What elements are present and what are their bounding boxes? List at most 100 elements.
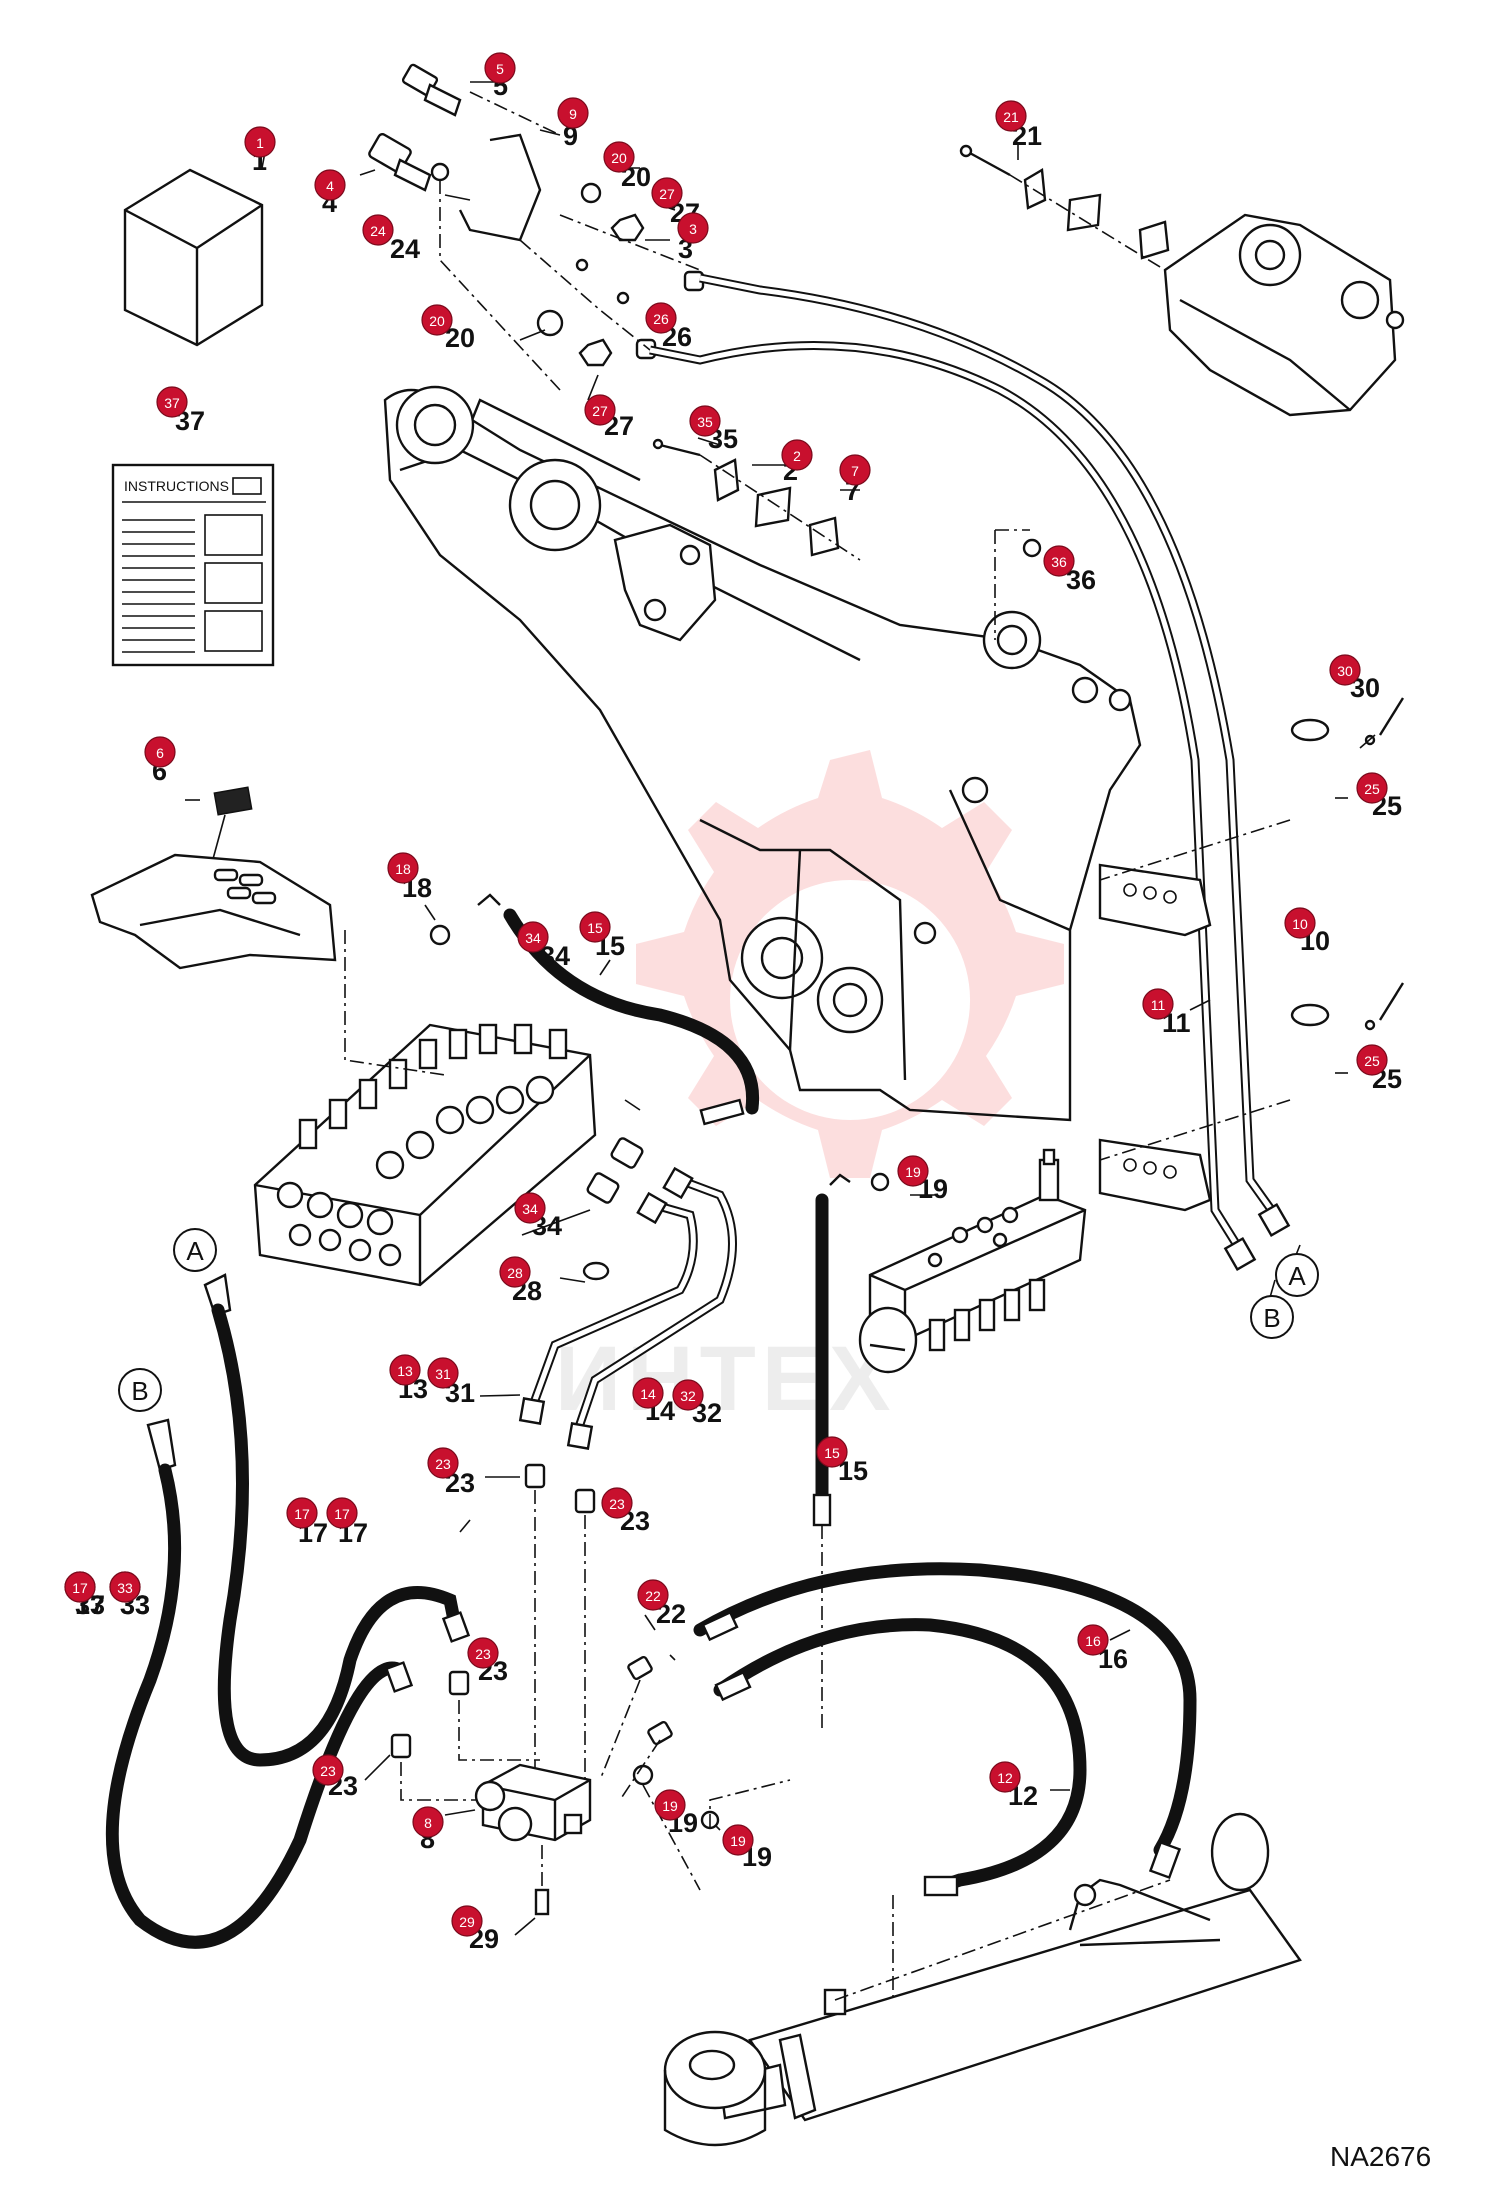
- part-1-kit-box: [123, 168, 264, 347]
- part-12-16-hoses: [693, 1562, 1197, 1897]
- callout-bubble-1-a0[interactable]: 1: [244, 126, 276, 158]
- svg-text:33: 33: [117, 1580, 133, 1596]
- callout-bubble-28-a27[interactable]: 28: [499, 1256, 531, 1288]
- callout-bubble-27-b1[interactable]: 27: [584, 394, 616, 426]
- svg-text:23: 23: [435, 1456, 451, 1472]
- svg-text:5: 5: [496, 61, 504, 77]
- reference-a-2: A: [1275, 1253, 1319, 1297]
- callout-bubble-27-a26[interactable]: 27: [651, 177, 683, 209]
- svg-text:37: 37: [164, 395, 180, 411]
- callout-bubble-17-a16[interactable]: 17: [286, 1497, 318, 1529]
- callout-bubble-35-a34[interactable]: 35: [689, 405, 721, 437]
- coupler-bracket: [1163, 213, 1405, 417]
- svg-text:31: 31: [435, 1366, 451, 1382]
- callout-bubble-23-b2[interactable]: 23: [467, 1637, 499, 1669]
- svg-text:8: 8: [424, 1815, 432, 1831]
- svg-text:4: 4: [326, 178, 334, 194]
- callout-bubble-7-a6[interactable]: 7: [839, 454, 871, 486]
- part-6-switch-grip: [90, 786, 337, 970]
- callout-bubble-19-b6[interactable]: 19: [654, 1789, 686, 1821]
- callout-bubble-2-a1[interactable]: 2: [781, 439, 813, 471]
- svg-text:6: 6: [156, 745, 164, 761]
- figure-id: NA2676: [1330, 2141, 1431, 2172]
- callout-bubble-23-b3[interactable]: 23: [312, 1754, 344, 1786]
- svg-text:24: 24: [370, 223, 386, 239]
- callout-bubble-34-a33[interactable]: 34: [517, 921, 549, 953]
- callout-bubble-29-a28[interactable]: 29: [451, 1905, 483, 1937]
- callout-bubble-14-a13[interactable]: 14: [632, 1377, 664, 1409]
- callout-bubble-13-a12[interactable]: 13: [389, 1354, 421, 1386]
- leader-lines: [185, 81, 1376, 1936]
- callout-bubble-19-a18[interactable]: 19: [897, 1155, 929, 1187]
- svg-text:18: 18: [395, 861, 411, 877]
- svg-text:19: 19: [730, 1833, 746, 1849]
- svg-text:B: B: [1263, 1303, 1280, 1333]
- callout-bubble-17-b10[interactable]: 17: [326, 1497, 358, 1529]
- svg-text:19: 19: [905, 1164, 921, 1180]
- callout-bubble-30-a29[interactable]: 30: [1329, 654, 1361, 686]
- callout-bubble-23-b4[interactable]: 23: [601, 1487, 633, 1519]
- callout-bubble-22-a21[interactable]: 22: [637, 1579, 669, 1611]
- svg-text:34: 34: [522, 1201, 538, 1217]
- callout-bubble-36-a35[interactable]: 36: [1043, 545, 1075, 577]
- svg-text:10: 10: [1292, 916, 1308, 932]
- callout-bubble-4-a3[interactable]: 4: [314, 169, 346, 201]
- callout-bubble-31-a30[interactable]: 31: [427, 1357, 459, 1389]
- part-34-fittings: [559, 1137, 644, 1283]
- callout-bubble-33-b13[interactable]: 33: [109, 1571, 141, 1603]
- svg-text:19: 19: [662, 1798, 678, 1814]
- svg-text:29: 29: [459, 1914, 475, 1930]
- callout-bubble-17-b12[interactable]: 17: [64, 1571, 96, 1603]
- callout-bubble-9-a8[interactable]: 9: [557, 97, 589, 129]
- svg-text:12: 12: [997, 1770, 1013, 1786]
- callout-bubble-20-b0[interactable]: 20: [421, 304, 453, 336]
- callout-bubble-37-a36[interactable]: 37: [156, 386, 188, 418]
- part-8-diverter-valve: [474, 1763, 592, 1916]
- callout-bubble-16-a15[interactable]: 16: [1077, 1624, 1109, 1656]
- svg-text:28: 28: [507, 1265, 523, 1281]
- callout-bubble-10-a9[interactable]: 10: [1284, 907, 1316, 939]
- svg-text:B: B: [131, 1376, 148, 1406]
- callout-bubble-25-a24[interactable]: 25: [1356, 772, 1388, 804]
- part-15-upper-hose: [429, 893, 760, 1126]
- callout-bubble-20-a19[interactable]: 20: [603, 141, 635, 173]
- callout-bubble-15-b8[interactable]: 15: [816, 1436, 848, 1468]
- svg-text:15: 15: [824, 1445, 840, 1461]
- svg-text:23: 23: [609, 1496, 625, 1512]
- callout-bubble-24-a23[interactable]: 24: [362, 214, 394, 246]
- callout-bubble-23-a22[interactable]: 23: [427, 1447, 459, 1479]
- svg-text:14: 14: [640, 1386, 656, 1402]
- svg-text:A: A: [1288, 1261, 1306, 1291]
- callout-bubble-19-b7[interactable]: 19: [722, 1824, 754, 1856]
- callout-bubble-34-b9[interactable]: 34: [514, 1192, 546, 1224]
- callout-bubble-12-a11[interactable]: 12: [989, 1761, 1021, 1793]
- callout-bubble-18-a17[interactable]: 18: [387, 852, 419, 884]
- part-13-14-tubes: [518, 1166, 737, 1450]
- callout-bubble-15-a14[interactable]: 15: [579, 911, 611, 943]
- svg-text:9: 9: [569, 106, 577, 122]
- callout-bubble-5-a4[interactable]: 5: [484, 52, 516, 84]
- callout-bubble-8-a7[interactable]: 8: [412, 1806, 444, 1838]
- callout-bubble-21-a20[interactable]: 21: [995, 100, 1027, 132]
- svg-text:25: 25: [1364, 1053, 1380, 1069]
- callout-bubble-3-a2[interactable]: 3: [677, 212, 709, 244]
- callout-bubble-25-b5[interactable]: 25: [1356, 1044, 1388, 1076]
- part-22-19-fittings: [599, 1655, 791, 1891]
- svg-text:15: 15: [587, 920, 603, 936]
- svg-text:23: 23: [475, 1646, 491, 1662]
- part-23-fittings-upper: [524, 1463, 596, 1800]
- reference-b-1: B: [118, 1368, 162, 1412]
- callout-bubble-6-a5[interactable]: 6: [144, 736, 176, 768]
- watermark-gear: [636, 750, 1064, 1178]
- callout-bubble-11-a10[interactable]: 11: [1142, 988, 1174, 1020]
- svg-text:34: 34: [525, 930, 541, 946]
- callout-bubble-32-a31[interactable]: 32: [672, 1379, 704, 1411]
- svg-text:17: 17: [294, 1506, 310, 1522]
- part-36-nut: [994, 529, 1042, 640]
- reference-a-0: A: [173, 1228, 217, 1272]
- callout-bubble-26-a25[interactable]: 26: [645, 302, 677, 334]
- svg-text:1: 1: [256, 135, 264, 151]
